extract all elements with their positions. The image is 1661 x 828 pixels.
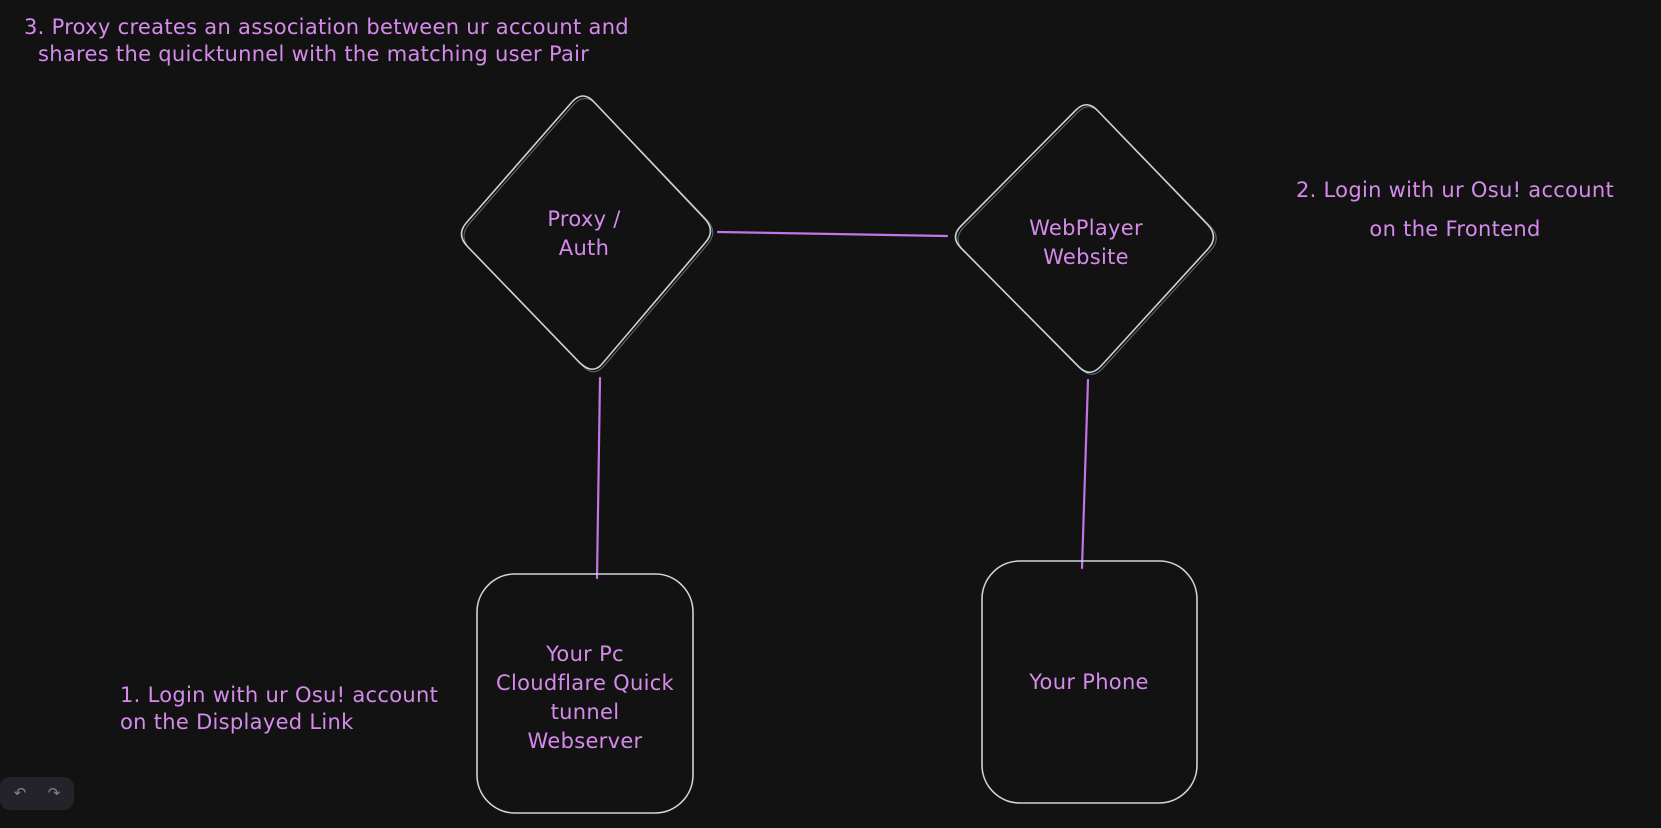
webplayer-diamond-shape-echo <box>957 106 1217 375</box>
redo-button[interactable]: ↷ <box>41 781 67 807</box>
pc-label-line3: tunnel <box>550 700 620 724</box>
webplayer-node-label[interactable]: WebPlayer Website <box>986 214 1186 272</box>
pc-rect-shape[interactable] <box>476 573 694 814</box>
webplayer-label-line2: Website <box>1043 245 1129 269</box>
pc-label-line4: Webserver <box>527 729 643 753</box>
proxy-node-label[interactable]: Proxy / Auth <box>484 205 684 263</box>
note-step2[interactable]: 2. Login with ur Osu! account on the Fro… <box>1255 171 1655 249</box>
phone-node-label[interactable]: Your Phone <box>989 668 1189 697</box>
phone-label-line1: Your Phone <box>1029 670 1149 694</box>
redo-icon: ↷ <box>47 784 61 802</box>
undo-icon: ↶ <box>13 784 27 802</box>
note-step3-line1: 3. Proxy creates an association between … <box>24 15 629 39</box>
note-step1[interactable]: 1. Login with ur Osu! account on the Dis… <box>120 682 438 736</box>
pc-node-label[interactable]: Your Pc Cloudflare Quick tunnel Webserve… <box>460 640 710 756</box>
phone-rect-shape[interactable] <box>981 560 1198 804</box>
note-step2-line1: 2. Login with ur Osu! account <box>1295 178 1615 202</box>
pc-label-line2: Cloudflare Quick <box>495 671 675 695</box>
edge-proxy-webplayer[interactable] <box>716 230 949 238</box>
undo-redo-island: ↶ ↷ <box>0 777 74 810</box>
webplayer-diamond-shape[interactable] <box>954 103 1215 374</box>
pc-label-line1: Your Pc <box>546 642 624 666</box>
note-step3[interactable]: 3. Proxy creates an association between … <box>24 14 629 68</box>
proxy-diamond-shape-echo <box>463 98 714 373</box>
note-step1-line2: on the Displayed Link <box>120 710 354 734</box>
proxy-label-line1: Proxy / <box>547 207 621 231</box>
proxy-diamond-shape[interactable] <box>460 95 712 371</box>
webplayer-label-line1: WebPlayer <box>1029 216 1143 240</box>
proxy-label-line2: Auth <box>558 236 610 260</box>
edge-webplayer-phone[interactable] <box>1080 378 1090 570</box>
note-step3-line2: shares the quicktunnel with the matching… <box>38 42 590 66</box>
edge-proxy-pc[interactable] <box>595 376 602 580</box>
note-step2-line2: on the Frontend <box>1369 217 1541 241</box>
undo-button[interactable]: ↶ <box>7 781 33 807</box>
note-step1-line1: 1. Login with ur Osu! account <box>120 683 439 707</box>
